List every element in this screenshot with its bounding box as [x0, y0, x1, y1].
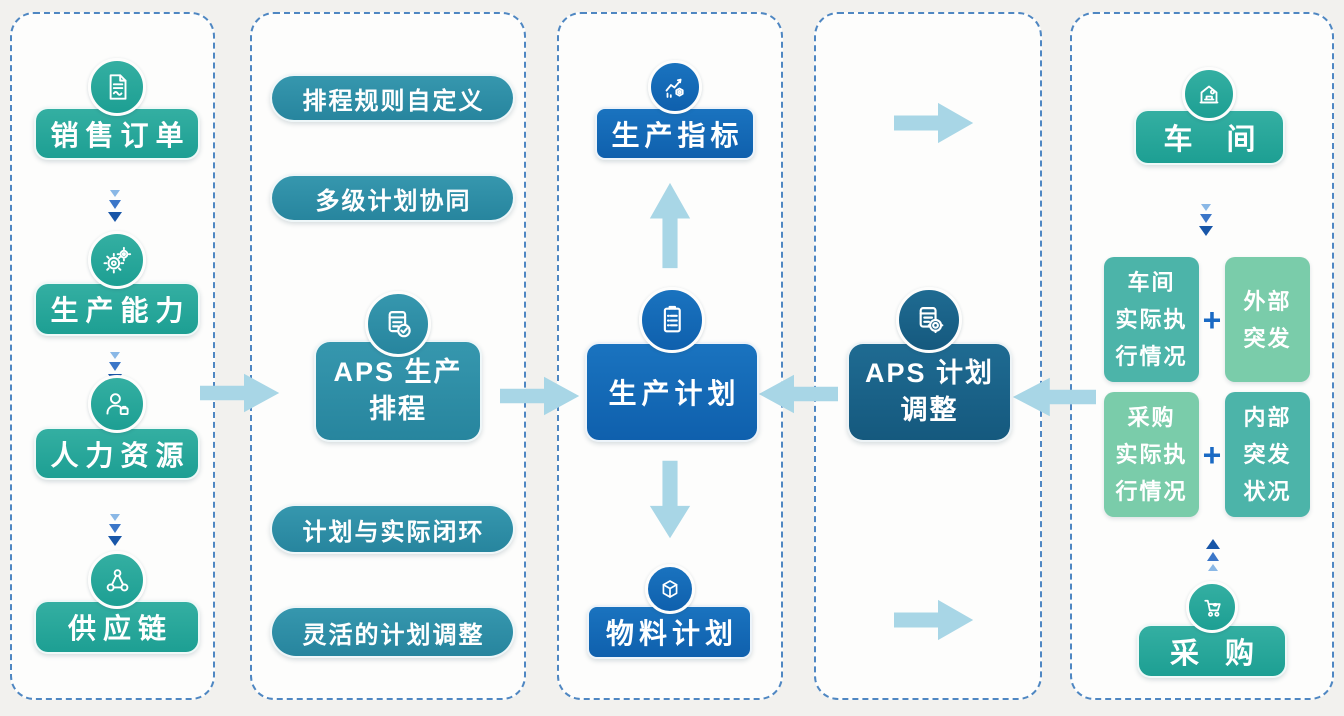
dotted-arrow-down-icon [108, 188, 122, 223]
feature-label: 多级计划协同 [315, 187, 472, 215]
node-human-resources: 人力资源 [34, 427, 200, 480]
feature-custom-scheduling-rules: 排程规则自定义 [270, 74, 515, 122]
feature-plan-actual-closed-loop: 计划与实际闭环 [270, 504, 515, 554]
box-external-emergencies: 外部 突发 [1225, 257, 1310, 382]
workshop-icon [1182, 67, 1236, 121]
production-capacity-icon [88, 231, 146, 289]
box-line: 行情况 [1115, 479, 1188, 504]
arrow-left-icon [758, 374, 838, 414]
box-line: 车间 [1127, 270, 1176, 295]
arrow-right-icon [500, 376, 580, 416]
node-label: 销售订单 [50, 119, 191, 151]
box-line: 行情况 [1115, 344, 1188, 369]
node-label-line2: 排程 [369, 394, 427, 424]
node-material-plan: 物料计划 [587, 605, 752, 659]
material-plan-icon [645, 564, 695, 614]
feature-label: 排程规则自定义 [302, 87, 485, 115]
procurement-icon [1186, 581, 1238, 633]
node-label: 采购 [1169, 638, 1280, 670]
human-resources-icon [88, 375, 146, 433]
panel-plans: 生产指标 生产计划 物料计划 [557, 12, 783, 700]
arrow-up-icon [649, 182, 691, 269]
aps-plan-adjustment-icon [896, 287, 962, 353]
plus-sign: + [1202, 302, 1222, 338]
box-line: 外部 [1243, 288, 1292, 314]
production-metrics-icon [648, 60, 702, 114]
node-production-capacity: 生产能力 [34, 282, 200, 336]
node-label: 供应链 [67, 613, 173, 644]
dotted-arrow-up-icon [1206, 537, 1220, 572]
plus-sign: + [1202, 437, 1222, 473]
feature-label: 计划与实际闭环 [302, 518, 485, 546]
box-line: 状况 [1243, 479, 1292, 504]
feature-multilevel-plan-coordination: 多级计划协同 [270, 174, 515, 222]
node-label: 车间 [1163, 124, 1290, 156]
box-line: 实际执 [1115, 307, 1188, 332]
box-line: 突发 [1243, 325, 1292, 351]
box-procurement-actual-execution: 采购 实际执 行情况 [1104, 392, 1199, 517]
arrow-right-icon [200, 373, 280, 413]
node-label-line2: 调整 [900, 395, 959, 425]
panel-aps-scheduling: 排程规则自定义 多级计划协同 APS 生产 排程 计划与实际闭环 灵活的计划调整 [250, 12, 526, 700]
arrow-left-icon [1012, 377, 1096, 417]
node-workshop: 车间 [1134, 109, 1285, 165]
arrow-down-icon [649, 460, 691, 539]
production-plan-icon [639, 287, 705, 353]
box-line: 采购 [1127, 405, 1176, 430]
aps-production-scheduling-icon [365, 291, 431, 357]
panel-execution: 车间 车间 实际执 行情况 + 外部 突发 采购 实际执 行情况 + 内部 突发… [1070, 12, 1334, 700]
node-label: 生产计划 [608, 378, 741, 409]
node-label: 物料计划 [605, 618, 738, 649]
box-line: 突发 [1243, 442, 1292, 467]
node-label-line1: APS 生产 [333, 356, 463, 387]
supply-chain-icon [88, 551, 146, 609]
node-production-plan: 生产计划 [585, 342, 759, 442]
panel-aps-adjustment: APS 计划 调整 [814, 12, 1042, 700]
node-label: 生产能力 [50, 295, 191, 326]
box-internal-emergencies: 内部 突发 状况 [1225, 392, 1310, 517]
node-label: 人力资源 [50, 439, 191, 471]
node-aps-plan-adjustment: APS 计划 调整 [847, 342, 1012, 442]
feature-flexible-plan-adjustment: 灵活的计划调整 [270, 606, 515, 658]
arrow-right-icon [894, 599, 974, 641]
box-line: 内部 [1243, 405, 1292, 430]
sales-order-icon [88, 58, 146, 116]
feature-label: 灵活的计划调整 [302, 621, 485, 649]
node-label-line1: APS 计划 [864, 357, 995, 388]
dotted-arrow-down-icon [1199, 202, 1213, 237]
box-line: 实际执 [1115, 442, 1188, 467]
box-workshop-actual-execution: 车间 实际执 行情况 [1104, 257, 1199, 382]
dotted-arrow-down-icon [108, 512, 122, 547]
arrow-right-icon [894, 102, 974, 144]
node-production-metrics: 生产指标 [595, 107, 755, 160]
node-label: 生产指标 [611, 119, 744, 151]
panel-inputs: 销售订单 生产能力 [10, 12, 215, 700]
